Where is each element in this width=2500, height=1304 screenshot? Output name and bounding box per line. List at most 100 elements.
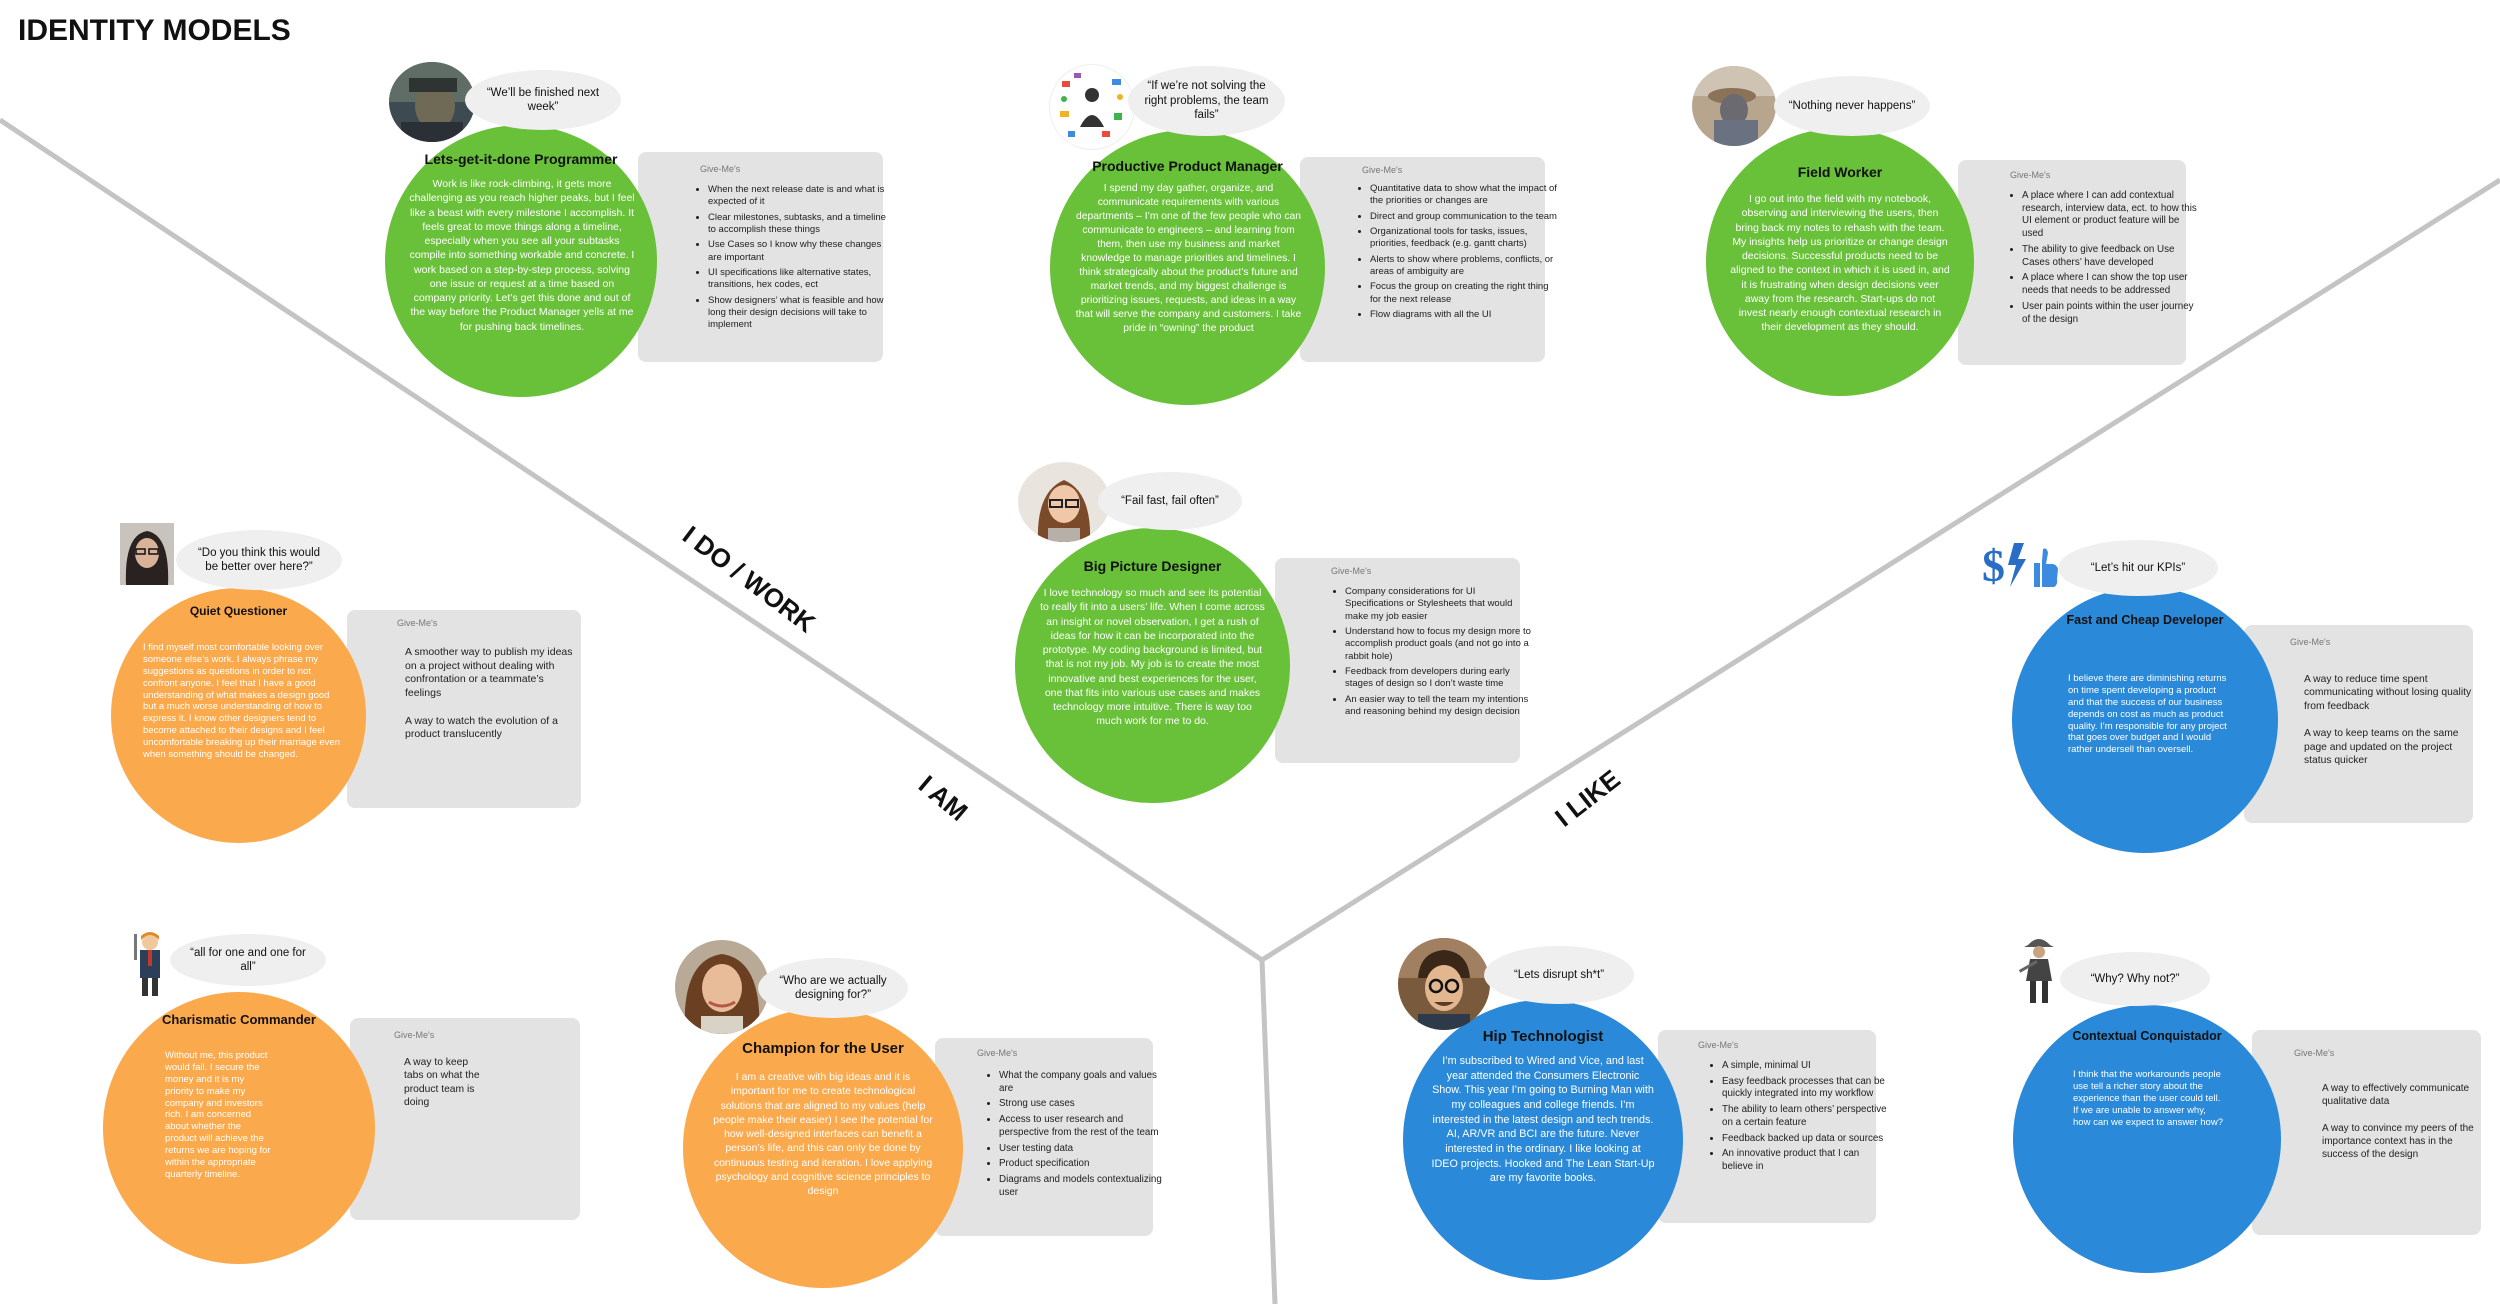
quote-bubble: “Do you think this would be better over … (176, 530, 342, 590)
persona-circle: Charismatic Commander Without me, this p… (103, 992, 375, 1264)
persona-name: Quiet Questioner (189, 604, 288, 618)
page-title: IDENTITY MODELS (18, 14, 291, 47)
give-mes-panel: Give-Me's A way to effectively communica… (2252, 1030, 2481, 1235)
quote-bubble: “all for one and one for all” (170, 934, 326, 986)
persona-bio: I think that the workarounds people use … (2073, 1069, 2223, 1128)
give-me-item: A place where I can add contextual resea… (2022, 190, 2200, 241)
section-label-i-like: I LIKE (1549, 763, 1626, 833)
persona-name: Champion for the User (742, 1040, 904, 1057)
give-me-item: Understand how to focus my design more t… (1345, 626, 1533, 663)
persona-bio: I am a creative with big ideas and it is… (713, 1071, 933, 1198)
give-me-item: Feedback backed up data or sources (1722, 1133, 1890, 1146)
give-me-item: Strong use cases (999, 1098, 1169, 1111)
give-mes-panel: Give-Me's A smoother way to publish my i… (347, 610, 581, 808)
avatar-developer: $ (1980, 533, 2060, 595)
persona-name: Charismatic Commander (162, 1012, 316, 1027)
give-me-item: The ability to learn others’ perspective… (1722, 1104, 1890, 1129)
give-mes-label: Give-Me's (1331, 566, 1372, 576)
persona-circle: Quiet Questioner I find myself most comf… (111, 588, 366, 843)
give-me-item: A way to reduce time spent communicating… (2304, 674, 2472, 712)
give-me-item: A way to watch the evolution of a produc… (405, 714, 558, 741)
give-mes-panel: Give-Me's A place where I can add contex… (1958, 160, 2197, 365)
give-mes-list: Company considerations for UI Specificat… (1323, 586, 1533, 721)
persona-bio: I go out into the field with my notebook… (1730, 193, 1950, 334)
persona-bio: I find myself most comfortable looking o… (143, 642, 340, 760)
quote-bubble: “Fail fast, fail often” (1098, 472, 1242, 530)
avatar-technologist (1398, 938, 1490, 1030)
persona-bio: I love technology so much and see its po… (1040, 587, 1265, 728)
give-me-item: A smoother way to publish my ideas on a … (405, 646, 573, 699)
persona-circle: Lets-get-it-done Programmer Work is like… (385, 125, 657, 397)
quote-bubble: “Nothing never happens” (1774, 76, 1930, 136)
give-mes-list: Quantitative data to show what the impac… (1348, 183, 1558, 324)
give-me-item: Show designers’ what is feasible and how… (708, 295, 893, 332)
persona-name: Fast and Cheap Developer (2066, 613, 2224, 627)
give-mes-list: A simple, minimal UI Easy feedback proce… (1700, 1060, 1890, 1177)
persona-circle: Fast and Cheap Developer I believe there… (2012, 587, 2278, 853)
give-me-item: Access to user research and perspective … (999, 1114, 1169, 1139)
quote-bubble: “If we’re not solving the right problems… (1128, 66, 1285, 136)
give-mes-label: Give-Me's (977, 1048, 1018, 1058)
give-me-item: A way to effectively communicate qualita… (2322, 1083, 2470, 1107)
give-mes-panel: Give-Me's Quantitative data to show what… (1300, 157, 1557, 362)
give-mes-label: Give-Me's (700, 164, 741, 174)
give-mes-label: Give-Me's (2294, 1048, 2335, 1058)
persona-circle: Contextual Conquistador I think that the… (2013, 1005, 2281, 1273)
give-me-item: A way to convince my peers of the import… (2322, 1123, 2474, 1160)
give-me-item: An easier way to tell the team my intent… (1345, 694, 1533, 719)
give-mes-list: What the company goals and values are St… (977, 1070, 1169, 1203)
give-me-item: The ability to give feedback on Use Case… (2022, 244, 2200, 269)
give-me-item: What the company goals and values are (999, 1070, 1169, 1095)
give-mes-panel: Give-Me's A way to keep tabs on what the… (350, 1018, 580, 1220)
give-me-item: A simple, minimal UI (1722, 1060, 1890, 1073)
avatar-commander (130, 930, 170, 998)
give-me-item: Direct and group communication to the te… (1370, 211, 1558, 223)
persona-bio: I spend my day gather, organize, and com… (1075, 183, 1302, 334)
give-me-item: User testing data (999, 1143, 1169, 1156)
give-me-item: Flow diagrams with all the UI (1370, 309, 1558, 321)
give-me-item: A way to keep tabs on what the product t… (404, 1057, 480, 1109)
quote-bubble: “Let’s hit our KPIs” (2058, 540, 2218, 596)
give-me-item: Product specification (999, 1158, 1169, 1171)
give-mes-panel: Give-Me's A way to reduce time spent com… (2244, 625, 2473, 823)
persona-bio: I believe there are diminishing returns … (2068, 673, 2227, 756)
give-mes-panel: Give-Me's Company considerations for UI … (1275, 558, 1531, 763)
give-me-item: Organizational tools for tasks, issues, … (1370, 226, 1558, 251)
persona-circle: Productive Product Manager I spend my da… (1050, 130, 1325, 405)
give-mes-label: Give-Me's (2010, 170, 2051, 180)
avatar-field-worker (1692, 66, 1776, 146)
give-mes-list: A smoother way to publish my ideas on a … (397, 646, 573, 756)
persona-name: Lets-get-it-done Programmer (424, 151, 618, 167)
persona-circle: Field Worker I go out into the field wit… (1706, 128, 1974, 396)
give-mes-list: A way to reduce time spent communicating… (2296, 673, 2472, 781)
quote-bubble: “Why? Why not?” (2060, 952, 2210, 1006)
give-me-item: When the next release date is and what i… (708, 184, 893, 209)
give-me-item: Alerts to show where problems, conflicts… (1370, 254, 1558, 279)
give-me-item: Feedback from developers during early st… (1345, 666, 1533, 691)
section-label-do-work: I DO / WORK (677, 519, 821, 639)
give-me-item: Diagrams and models contextualizing user (999, 1174, 1169, 1199)
give-me-item: User pain points within the user journey… (2022, 301, 2200, 326)
persona-bio: Work is like rock-climbing, it gets more… (409, 178, 635, 333)
give-me-item: A way to keep teams on the same page and… (2304, 728, 2459, 766)
give-me-item: Use Cases so I know why these changes ar… (708, 239, 893, 264)
give-mes-panel: Give-Me's What the company goals and val… (935, 1038, 1162, 1236)
section-label-i-am: I AM (912, 769, 974, 827)
avatar-champion (675, 940, 769, 1034)
give-mes-label: Give-Me's (397, 618, 438, 628)
give-mes-list: A way to keep tabs on what the product t… (396, 1056, 484, 1124)
give-mes-list: A way to effectively communicate qualita… (2314, 1082, 2482, 1175)
give-me-item: An innovative product that I can believe… (1722, 1148, 1890, 1173)
give-mes-label: Give-Me's (394, 1030, 435, 1040)
quote-bubble: “Who are we actually designing for?” (758, 958, 908, 1018)
persona-circle: Big Picture Designer I love technology s… (1015, 528, 1290, 803)
give-mes-panel: Give-Me's A simple, minimal UI Easy feed… (1658, 1030, 1887, 1223)
avatar-conquistador (2016, 935, 2062, 1005)
persona-circle: Champion for the User I am a creative wi… (683, 1008, 963, 1288)
give-me-item: A place where I can show the top user ne… (2022, 272, 2200, 297)
give-mes-panel: Give-Me's When the next release date is … (638, 152, 886, 362)
divider-bottom (1259, 959, 1278, 1304)
avatar-programmer (389, 62, 475, 142)
persona-name: Hip Technologist (1482, 1028, 1604, 1045)
persona-name: Contextual Conquistador (2072, 1029, 2222, 1043)
